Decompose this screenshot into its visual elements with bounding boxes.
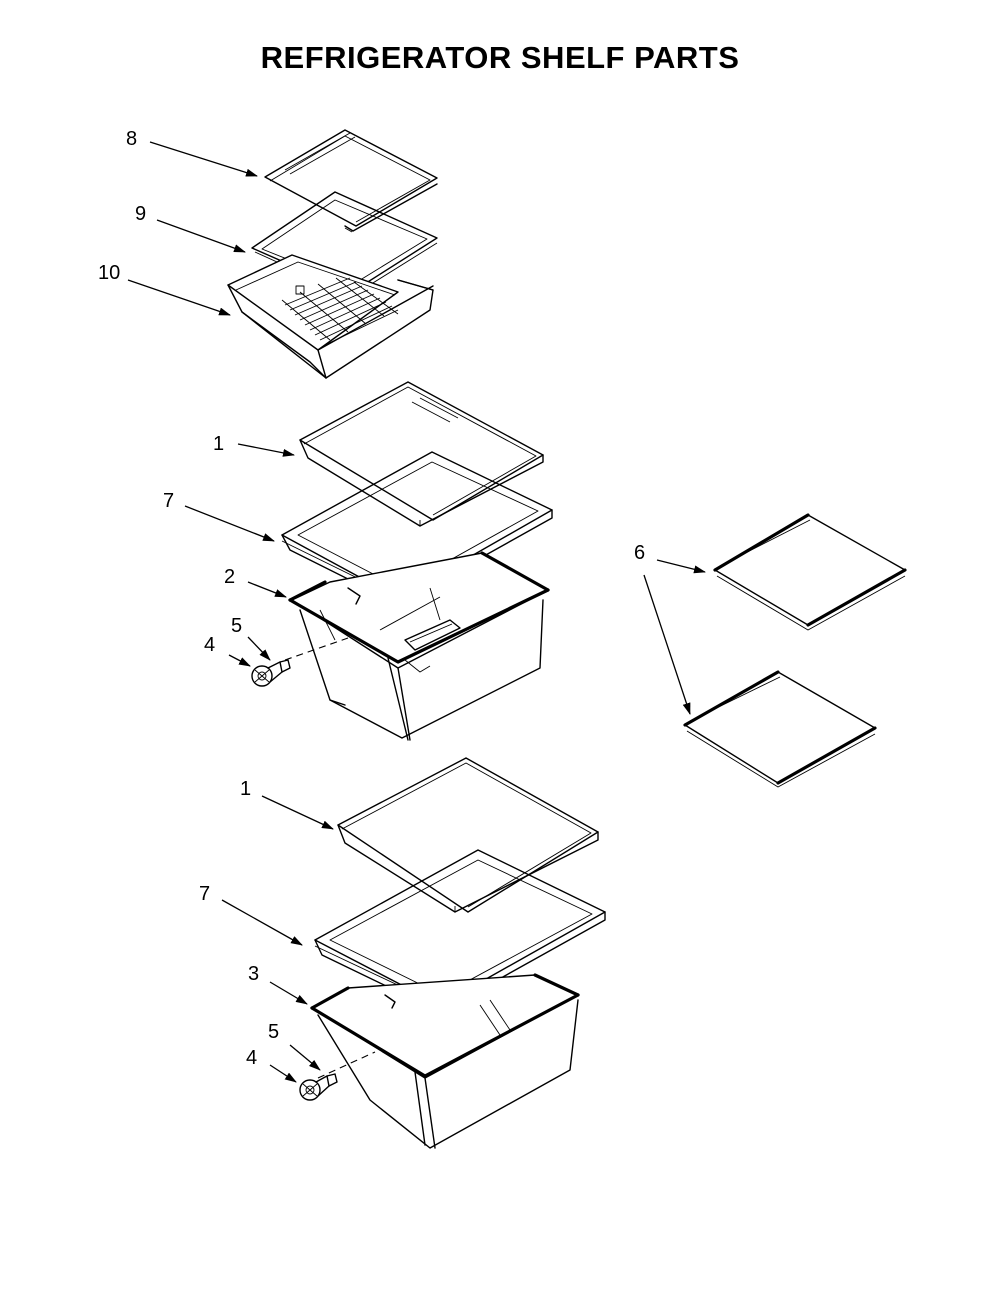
callout-9: 9 (135, 203, 146, 225)
part-4-5-screw-bottom (299, 1073, 338, 1101)
callout-4-bottom: 4 (246, 1047, 257, 1069)
page-title: REFRIGERATOR SHELF PARTS (260, 40, 740, 75)
part-6-shelf-upper-right (713, 513, 907, 631)
callout-5-bottom: 5 (268, 1021, 279, 1043)
callout-3: 3 (248, 963, 259, 985)
callout-2: 2 (224, 566, 235, 588)
callout-10: 10 (98, 262, 120, 284)
part-4-5-screw-middle (251, 659, 291, 687)
part-10-crisper-drawer-top (227, 254, 434, 379)
part-1-glass-shelf-middle (299, 381, 544, 527)
callout-4-middle: 4 (204, 634, 215, 656)
callout-7-bottom: 7 (199, 883, 210, 905)
callout-8: 8 (126, 128, 137, 150)
part-2-crisper-drawer-middle (284, 551, 550, 741)
callout-7-middle: 7 (163, 490, 174, 512)
callout-1-bottom: 1 (240, 778, 251, 800)
callout-6: 6 (634, 542, 645, 564)
part-3-crisper-drawer-bottom (310, 973, 580, 1149)
part-1-glass-shelf-bottom (337, 757, 599, 913)
leader-lines (127, 141, 706, 1083)
part-6-shelf-lower-right (683, 670, 877, 788)
callout-5-middle: 5 (231, 615, 242, 637)
part-8-shelf-top (264, 129, 438, 232)
callout-1-middle: 1 (213, 433, 224, 455)
